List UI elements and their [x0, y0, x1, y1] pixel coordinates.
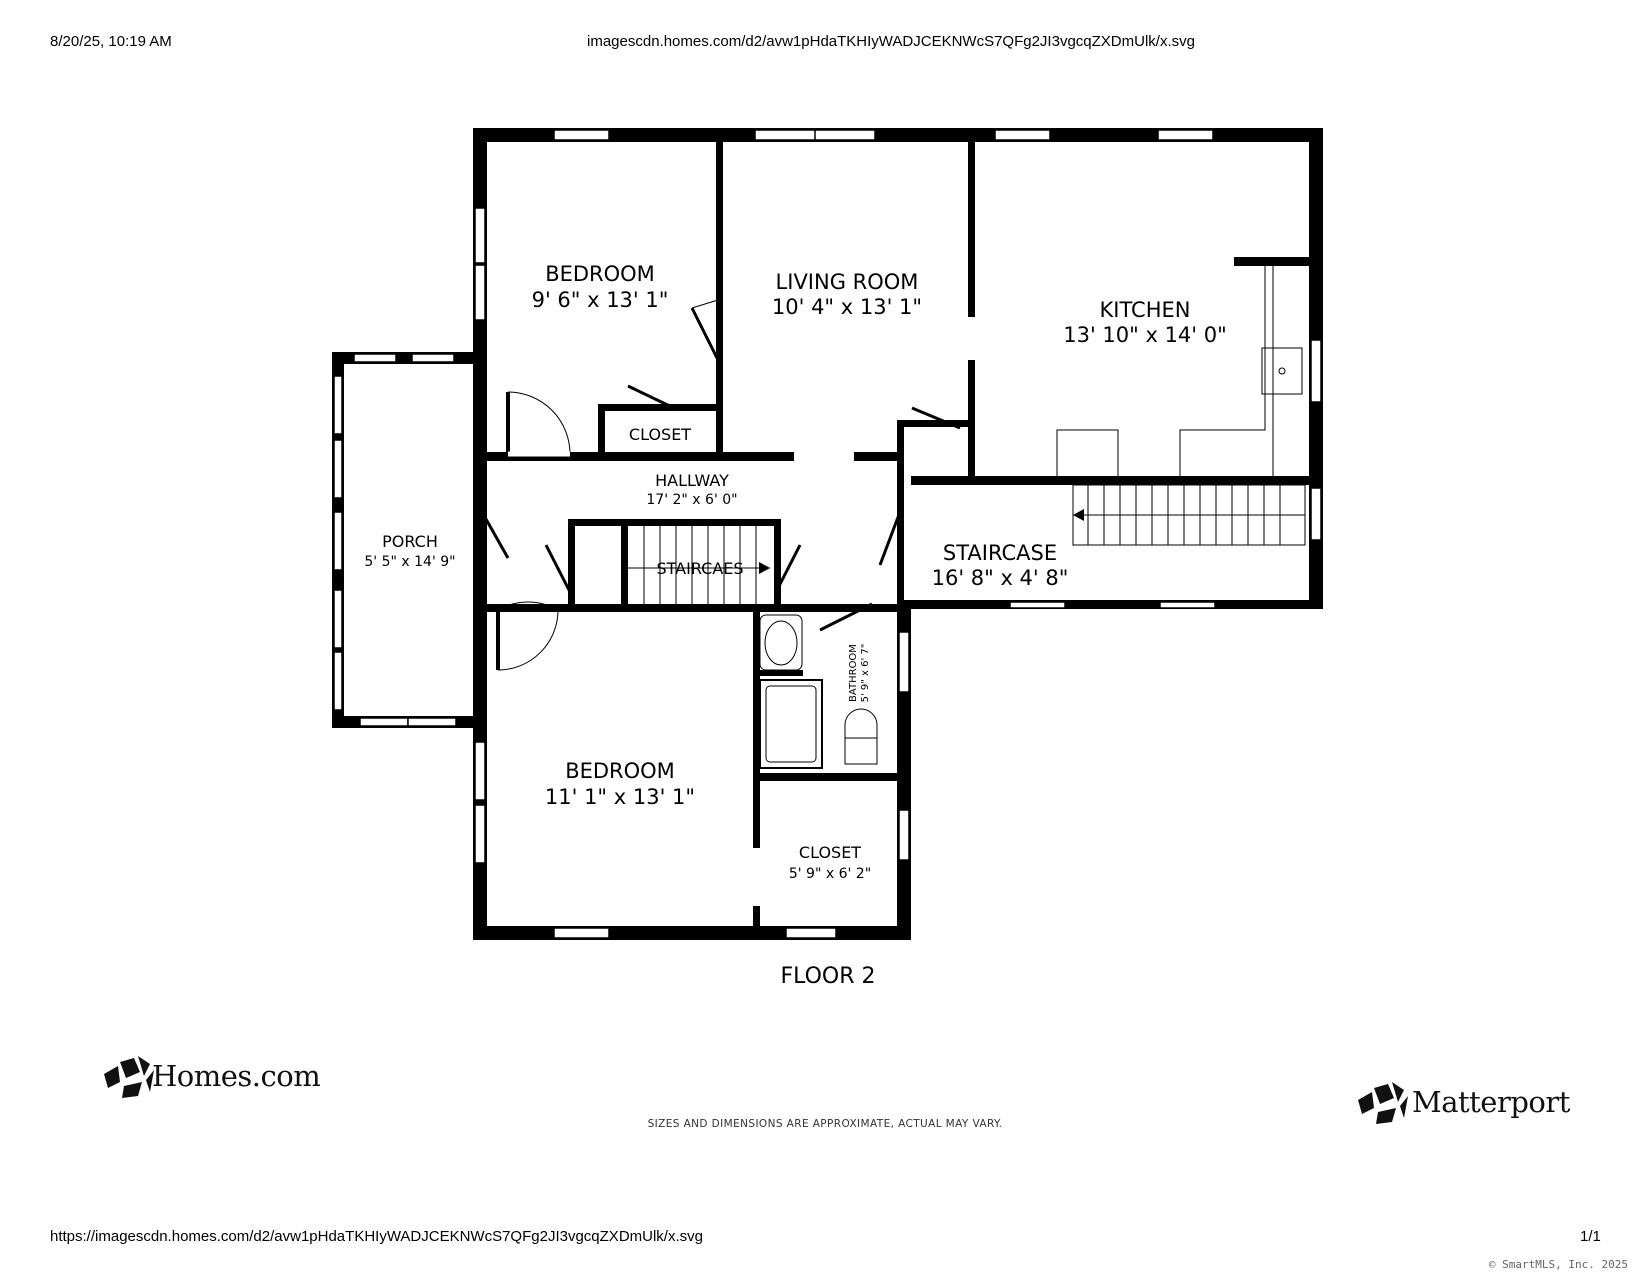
- closet2-name: CLOSET: [799, 843, 861, 862]
- hallway-dims: 17' 2" x 6' 0": [646, 492, 737, 508]
- bedroom1-name: BEDROOM: [545, 262, 655, 286]
- matterport-logo-icon: [1358, 1082, 1408, 1124]
- bedroom2-dims: 11' 1" x 13' 1": [545, 785, 695, 809]
- living-room-name: LIVING ROOM: [776, 270, 919, 294]
- matterport-logo-text: Matterport: [1412, 1085, 1570, 1119]
- copyright: © SmartMLS, Inc. 2025: [1488, 1258, 1628, 1271]
- homes-logo-text: Homes.com: [152, 1059, 321, 1093]
- windows: [333, 129, 1322, 939]
- doors: [476, 299, 961, 671]
- homes-logo-icon: [104, 1056, 154, 1098]
- hallway-name: HALLWAY: [655, 471, 729, 490]
- closet2-dims: 5' 9" x 6' 2": [789, 866, 871, 882]
- print-footer-url: https://imagescdn.homes.com/d2/avw1pHdaT…: [50, 1228, 703, 1245]
- disclaimer: SIZES AND DIMENSIONS ARE APPROXIMATE, AC…: [647, 1118, 1003, 1130]
- porch-dims: 5' 5" x 14' 9": [364, 554, 455, 570]
- living-room-dims: 10' 4" x 13' 1": [772, 295, 922, 319]
- bathroom-dims: 5' 9" x 6' 7": [860, 644, 871, 703]
- stair-arrows: [759, 509, 1084, 574]
- floor-title: FLOOR 2: [780, 964, 875, 989]
- staircaes-name: STAIRCAES: [656, 559, 743, 578]
- kitchen-name: KITCHEN: [1100, 298, 1191, 322]
- staircase-name: STAIRCASE: [943, 541, 1057, 565]
- bathroom-name: BATHROOM: [848, 644, 859, 702]
- print-header-url: imagescdn.homes.com/d2/avw1pHdaTKHIyWADJ…: [587, 33, 1195, 50]
- kitchen-dims: 13' 10" x 14' 0": [1063, 323, 1227, 347]
- closet1-name: CLOSET: [629, 425, 691, 444]
- bedroom2-name: BEDROOM: [565, 759, 675, 783]
- bedroom1-dims: 9' 6" x 13' 1": [532, 288, 669, 312]
- matterport-logo: Matterport: [1412, 1085, 1570, 1119]
- print-timestamp: 8/20/25, 10:19 AM: [50, 33, 172, 50]
- porch-name: PORCH: [382, 532, 438, 551]
- homes-logo: Homes.com: [152, 1059, 321, 1093]
- stair-treads: [628, 485, 1305, 604]
- page-number: 1/1: [1580, 1228, 1601, 1245]
- staircase-dims: 16' 8" x 4' 8": [932, 566, 1069, 590]
